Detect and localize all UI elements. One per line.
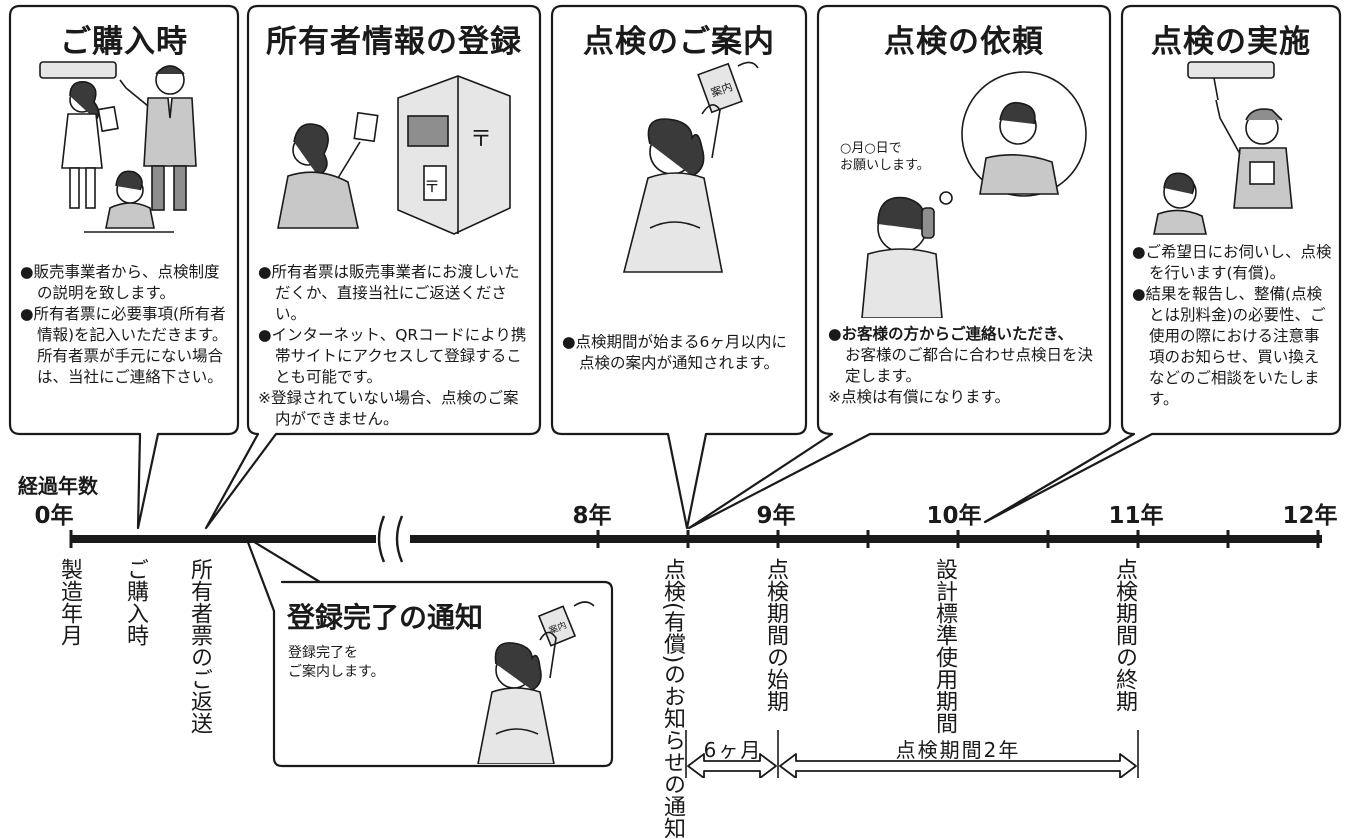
axis-title: 経過年数 [18,474,98,498]
span-label-2years: 点検期間2年 [895,738,1021,762]
panel-title: 点検の依頼 [884,24,1044,60]
note-text: ※点検は有償になります。 [828,388,1010,406]
event-standard-period: 設計標準使用期間 [932,558,957,734]
span-arrow-6months [687,753,777,778]
year-label-8: 8年 [572,503,612,529]
aircon-unit-icon [1187,61,1275,79]
bullet-text-cont: お客様のご都合に合わせ点検日を決定します。 [845,346,1094,385]
span-arrow-2years [779,753,1137,778]
year-label-11: 11年 [1108,503,1164,529]
panel-body: ●点検期間が始まる6ヶ月以内に点検の案内が通知されます。 [562,332,798,374]
event-purchase: ご購入時 [123,558,148,646]
panel-purchase: ご購入時 [10,6,238,436]
panel-guidance: 点検のご案内 案内 ●点検期間が始まる6ヶ月以内に点検の案内が通知されます。 [552,6,806,436]
envelope-icon [697,62,743,114]
event-manufacture: 製造年月 [57,558,82,646]
postbox-icon [397,75,511,235]
illustration-notification: 案内 [477,601,595,764]
note-text: ※登録されていない場合、点検のご案内ができません。 [258,389,519,428]
speech-quote: ○月○日で お願いします。 [840,141,930,173]
notification-body: 登録完了を ご案内します。 [288,645,385,680]
panel-body: ●販売事業者から、点検制度の説明を致します。 ●所有者票に必要事項(所有者情報)… [20,262,230,388]
bullet-text: ●販売事業者から、点検制度の説明を致します。 [20,263,220,302]
event-owner-return: 所有者票のご返送 [187,558,212,734]
phone-icon [921,207,935,239]
panel-title: 点検の実施 [1151,24,1311,60]
illustration-request [818,58,1110,319]
panel-title: ご購入時 [60,24,188,60]
event-period-end: 点検期間の終期 [1112,558,1137,712]
panel-body: ●ご希望日にお伺いし、点検を行います(有償)。 ●結果を報告し、整備(点検とは別… [1132,242,1332,410]
panel-body: ●所有者票は販売事業者にお渡しいただくか、直接当社にご返送ください。 ●インター… [258,262,532,430]
bullet-text: ●インターネット、QRコードにより携帯サイトにアクセスして登録することも可能です… [258,326,527,386]
bullet-text: ●お客様の方からご連絡いただき、 [828,325,1073,343]
illustration-inspection [1122,58,1340,248]
aircon-unit-icon [39,61,117,79]
year-label-9: 9年 [756,503,796,529]
bullet-text: ●ご希望日にお伺いし、点検を行います(有償)。 [1132,243,1332,282]
illustration-registration: 〒 〒 [248,58,540,248]
illustration-guidance: 案内 [552,58,806,278]
panel-registration: 所有者情報の登録 〒 〒 ●所有者票は販売事業者にお渡しいただくか、直接当社にご… [248,6,540,436]
year-label-0: 0年 [34,503,74,529]
postbox-mark: 〒 [470,127,492,152]
bullet-text: ●所有者票は販売事業者にお渡しいただくか、直接当社にご返送ください。 [258,263,520,323]
span-label-6months: 6ヶ月 [703,738,763,762]
panel-body: ●お客様の方からご連絡いただき、 お客様のご都合に合わせ点検日を決定します。 ※… [828,324,1102,408]
event-period-start: 点検期間の始期 [763,558,788,712]
event-notice: 点検(有償)のお知らせの通知 [660,558,685,839]
panel-request: 点検の依頼 ○月○日で お願いします。 ●お客様の方からご連絡いただき、 お客様… [818,6,1110,436]
postbox-mark: 〒 [424,177,440,196]
panel-title: 所有者情報の登録 [266,24,522,60]
notification-title: 登録完了の通知 [287,601,484,634]
bullet-text: ●所有者票に必要事項(所有者情報)を記入いただきます。所有者票が手元にない場合は… [20,305,228,386]
panel-title: 点検のご案内 [583,24,775,60]
bullet-text: お客様のご都合に合わせ点検日を決定します。 [828,345,1102,387]
panel-inspection: 点検の実施 ●ご希望日にお伺いし、点検を行います(有償)。 ●結果を報告し、整備… [1122,6,1340,436]
year-label-10: 10年 [926,503,982,529]
envelope-icon [537,605,577,647]
illustration-purchase [10,58,238,248]
bullet-text: ●点検期間が始まる6ヶ月以内に点検の案内が通知されます。 [562,333,787,372]
year-label-12: 12年 [1282,503,1338,529]
bullet-text: ●結果を報告し、整備(点検とは別料金)の必要性、ご使用の際における注意事項のお知… [1132,285,1326,408]
